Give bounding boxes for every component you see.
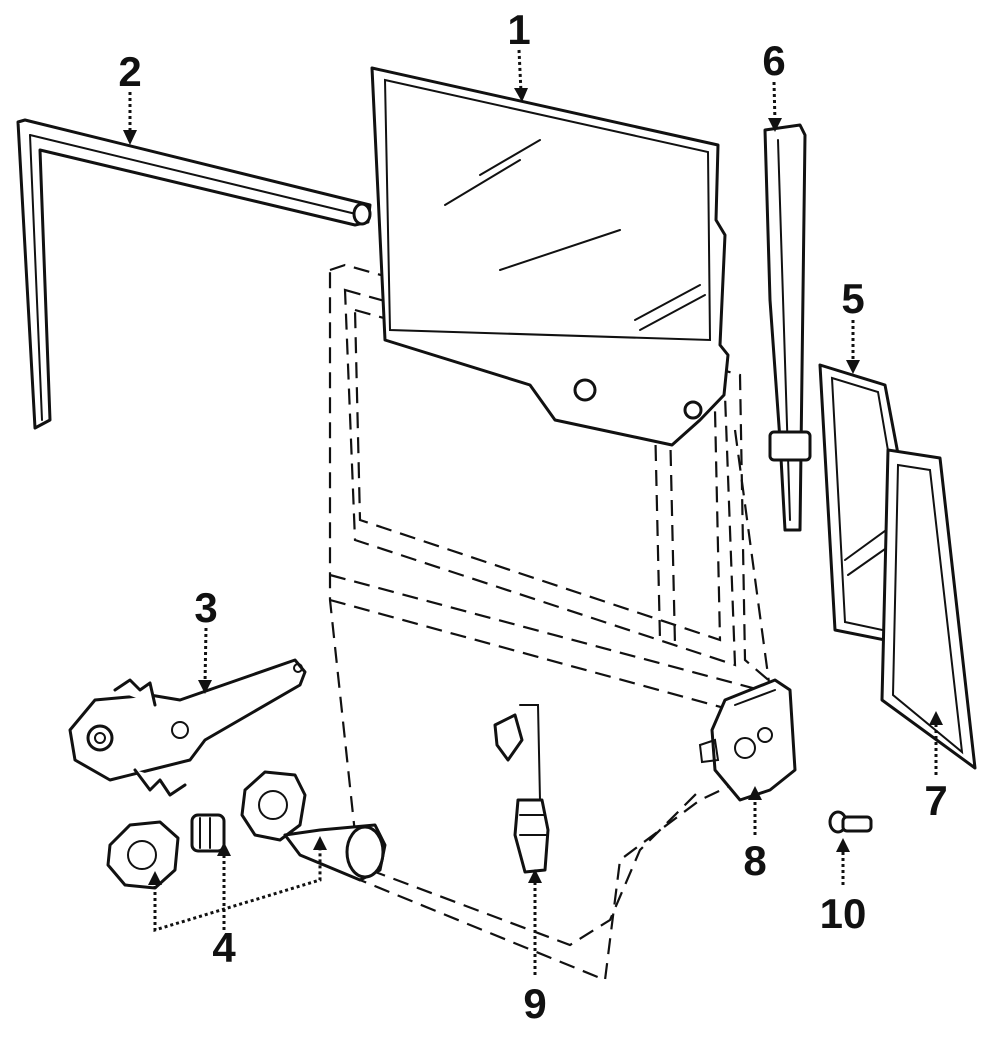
leader-1 bbox=[517, 49, 523, 93]
leader-6 bbox=[772, 81, 777, 123]
callout-1: 1 bbox=[507, 6, 530, 53]
callout-5: 5 bbox=[841, 275, 864, 322]
leader-4 bbox=[153, 846, 322, 933]
callout-2: 2 bbox=[118, 48, 141, 95]
callout-4: 4 bbox=[212, 924, 236, 971]
regulator-motor-part bbox=[106, 770, 387, 890]
lock-actuator-part bbox=[493, 704, 550, 874]
callout-8: 8 bbox=[743, 837, 766, 884]
callout-3: 3 bbox=[194, 584, 217, 631]
glass-run-channel-part bbox=[16, 118, 372, 430]
leader-3 bbox=[203, 627, 208, 685]
callout-10: 10 bbox=[820, 890, 867, 937]
window-regulator-part bbox=[68, 658, 307, 797]
door-lock-part bbox=[698, 678, 797, 802]
callout-6: 6 bbox=[762, 37, 785, 84]
door-glass-part bbox=[370, 66, 730, 447]
fastener-part bbox=[828, 810, 873, 834]
division-bar-part bbox=[763, 123, 812, 532]
leader-lines bbox=[123, 49, 943, 975]
callout-9: 9 bbox=[523, 980, 546, 1027]
callout-labels: 1 2 3 4 5 6 7 8 9 10 bbox=[118, 6, 947, 1027]
callout-7: 7 bbox=[924, 777, 947, 824]
vent-weatherstrip-part bbox=[880, 448, 977, 770]
